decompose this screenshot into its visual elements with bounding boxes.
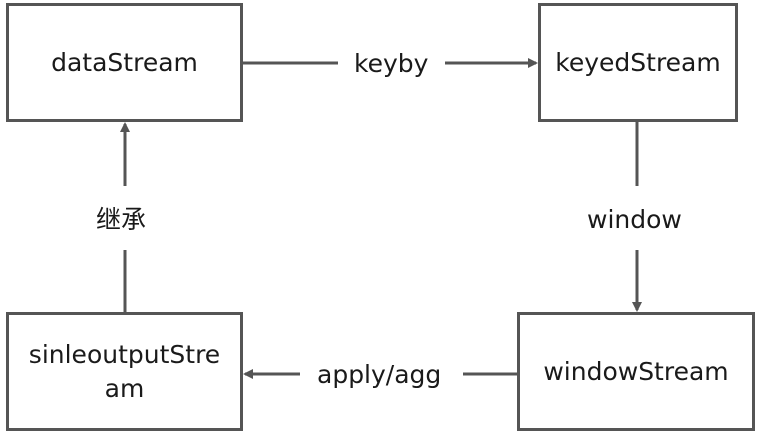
single-output-stream-node: sinleoutputStre am <box>6 312 243 431</box>
keyed-stream-label: keyedStream <box>555 47 721 77</box>
inherit-edge-label: 继承 <box>96 205 147 235</box>
window-stream-node: windowStream <box>517 312 755 431</box>
keyby-edge-label: keyby <box>354 49 429 79</box>
data-stream-node: dataStream <box>6 3 243 122</box>
window-stream-label: windowStream <box>543 356 729 386</box>
apply-agg-edge-label: apply/agg <box>317 360 442 390</box>
data-stream-label: dataStream <box>51 47 198 77</box>
window-edge-label: window <box>587 205 682 235</box>
single-output-stream-label-line1: sinleoutputStre <box>28 339 221 369</box>
single-output-stream-label: sinleoutputStre am <box>29 338 220 406</box>
single-output-stream-label-line2: am <box>104 373 145 403</box>
keyed-stream-node: keyedStream <box>538 3 738 122</box>
